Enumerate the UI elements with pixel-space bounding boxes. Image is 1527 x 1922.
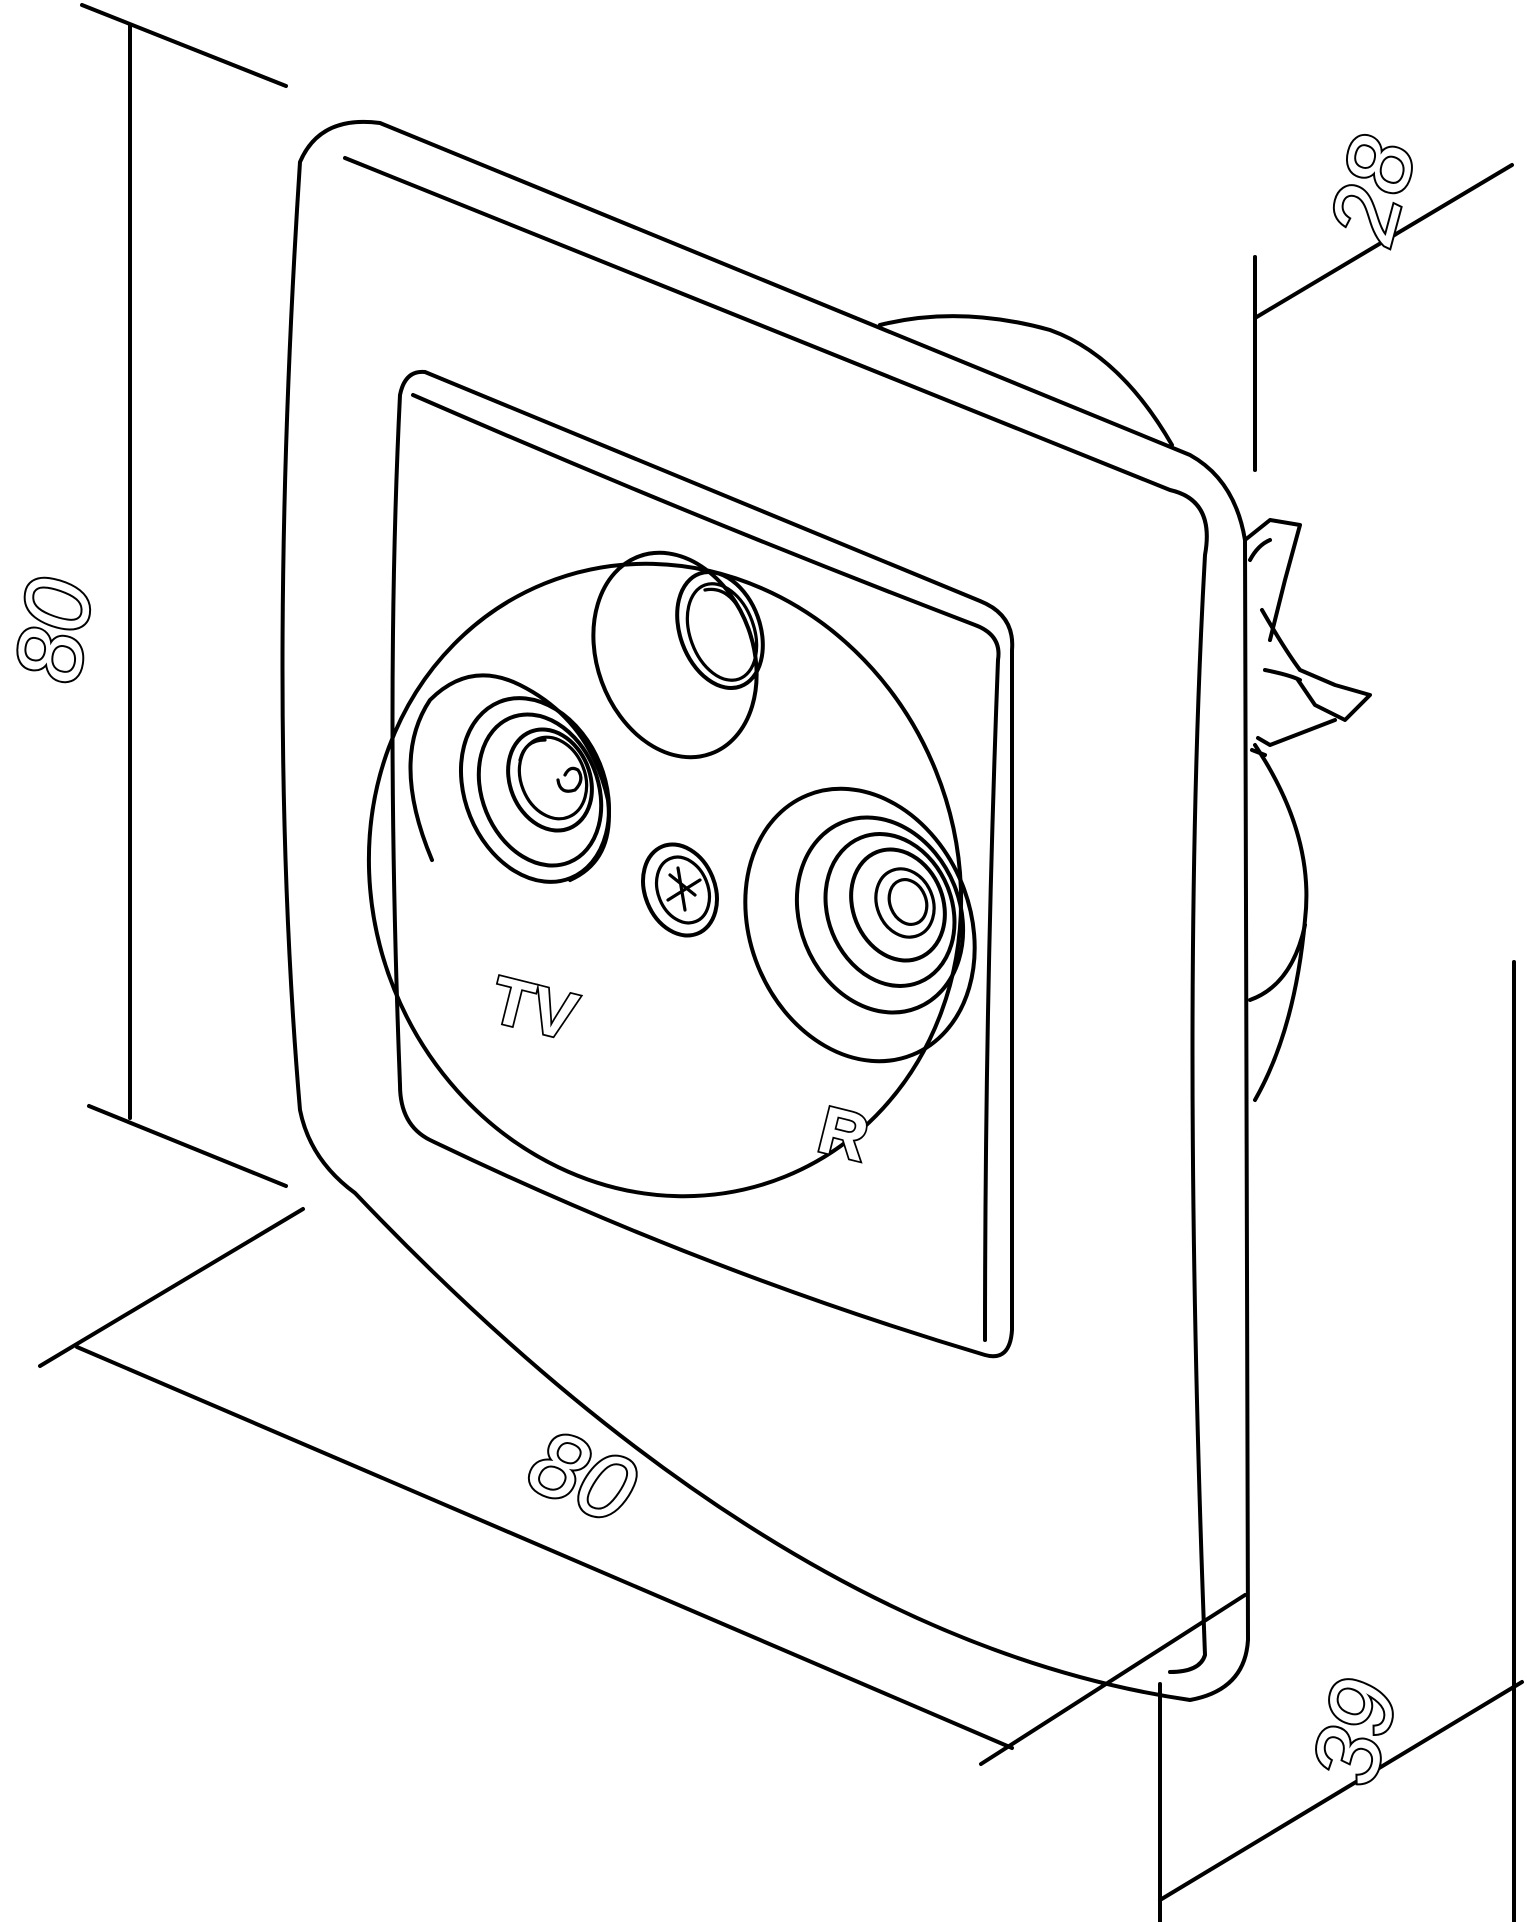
cover-plate-frame — [280, 119, 1250, 1702]
insert-plate — [390, 369, 1015, 1359]
sat-socket — [591, 550, 765, 760]
depth-bottom-dimension-label: 39 — [1293, 1669, 1418, 1794]
tv-socket-label: TV — [485, 962, 585, 1054]
socket-face — [366, 561, 964, 1199]
radio-socket-label: R — [812, 1092, 876, 1175]
center-screw — [641, 842, 719, 938]
depth-top-dimension-label: 28 — [1310, 127, 1435, 253]
radio-socket — [743, 786, 977, 1064]
height-dimension: 80 — [0, 3, 288, 1188]
depth-bottom-dimension: 39 — [1158, 960, 1524, 1922]
mounting-box — [878, 314, 1309, 1102]
height-dimension-label: 80 — [0, 573, 112, 689]
fixing-claw — [1243, 518, 1372, 757]
depth-top-dimension: 28 — [1253, 125, 1514, 472]
width-dimension: 80 — [38, 1207, 1247, 1766]
tv-socket — [408, 673, 612, 884]
width-dimension-label: 80 — [515, 1410, 649, 1544]
